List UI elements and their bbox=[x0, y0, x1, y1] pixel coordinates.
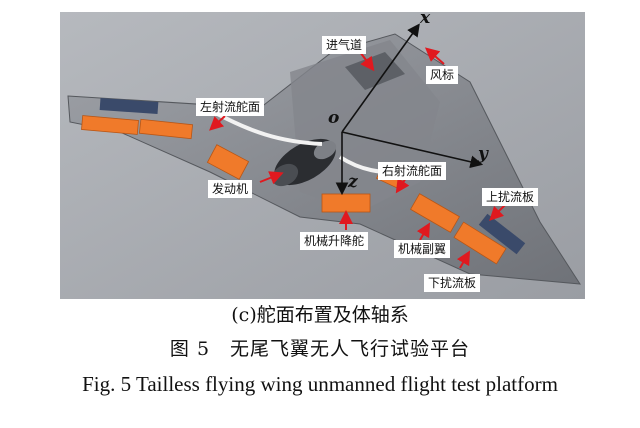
left-outer-surface bbox=[81, 115, 139, 135]
label-inlet: 进气道 bbox=[322, 36, 367, 54]
axis-origin-label: o bbox=[328, 108, 340, 128]
label-upper-spoiler: 上扰流板 bbox=[482, 188, 539, 206]
label-left-jet-rudder: 左射流舵面 bbox=[196, 98, 265, 116]
axis-y-label: y bbox=[478, 144, 488, 164]
engine-arrow bbox=[259, 171, 284, 185]
label-right-jet-rudder: 右射流舵面 bbox=[378, 162, 447, 180]
aileron-surface bbox=[410, 193, 460, 233]
lower-spoiler-surface bbox=[453, 221, 507, 265]
subfigure-caption: (c)舵面布置及体轴系 bbox=[231, 304, 409, 326]
right-wing-panel bbox=[478, 213, 526, 255]
right-jet-arrow bbox=[395, 177, 410, 194]
label-mech-elevator: 机械升降舵 bbox=[300, 232, 369, 250]
left-jet-surface bbox=[206, 144, 250, 180]
label-wind-vane: 风标 bbox=[426, 66, 459, 84]
label-mech-aileron: 机械副翼 bbox=[394, 240, 451, 258]
axis-z-label: z bbox=[348, 172, 358, 192]
x-axis bbox=[341, 23, 420, 133]
left-jet-arrow bbox=[209, 115, 226, 131]
callout-arrows bbox=[209, 47, 511, 269]
y-axis bbox=[341, 131, 484, 169]
aileron-arrow bbox=[416, 222, 430, 241]
aircraft-figure: x y z o 进气道 风标 左射流舵面 右射流舵面 发动机 上扰流板 机械升降… bbox=[60, 8, 585, 299]
aircraft-illustration bbox=[60, 12, 585, 299]
wind-vane-arrow bbox=[424, 47, 445, 65]
left-wing-panel bbox=[99, 97, 159, 115]
inlet-arrow bbox=[359, 51, 375, 72]
label-engine: 发动机 bbox=[208, 180, 253, 198]
figure-title-cn: 图 5 无尾飞翼无人飞行试验平台 bbox=[169, 338, 471, 360]
label-lower-spoiler: 下扰流板 bbox=[424, 274, 481, 292]
elevator-surface bbox=[321, 193, 371, 213]
figure-title-en: Fig. 5 Tailless flying wing unmanned fli… bbox=[82, 372, 558, 396]
axis-x-label: x bbox=[420, 8, 431, 28]
lower-spoiler-arrow bbox=[456, 250, 470, 269]
intake bbox=[345, 52, 405, 90]
left-mid-surface bbox=[138, 118, 194, 140]
